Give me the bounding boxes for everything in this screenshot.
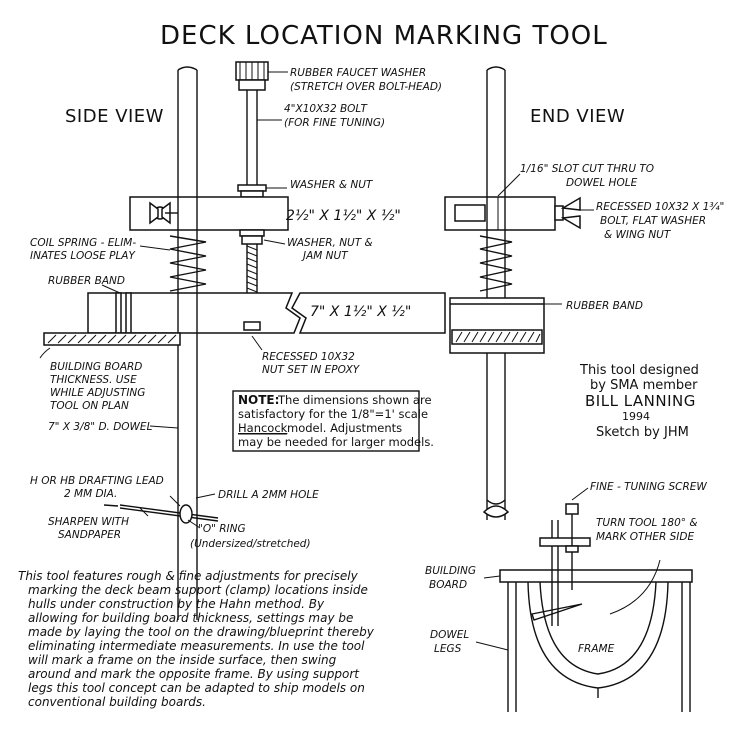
note-line-3: model. Adjustments — [287, 421, 402, 435]
description-line: marking the deck beam support (clamp) lo… — [28, 583, 368, 597]
description-line: allowing for building board thickness, s… — [28, 611, 353, 625]
end-bolt-label-2: BOLT, FLAT WASHER — [600, 215, 706, 227]
coil-spring — [169, 235, 207, 292]
credit-year: 1994 — [622, 410, 650, 423]
side-view-heading: SIDE VIEW — [65, 106, 164, 127]
usage-diagram — [499, 503, 693, 712]
building-board-label: BUILDING BOARD — [50, 361, 142, 373]
side-view-leaders — [39, 71, 288, 529]
note-box — [232, 390, 420, 452]
oring-label-2: (Undersized/stretched) — [190, 538, 311, 550]
dowel-label: 7" X 3/8" D. DOWEL — [48, 421, 153, 433]
credit-line-2: by SMA member — [590, 378, 698, 393]
end-view-heading: END VIEW — [530, 106, 625, 127]
end-view-leaders — [497, 173, 594, 305]
end-view-drawing — [444, 66, 581, 520]
dowel-legs-label-2: LEGS — [434, 643, 462, 655]
drill-label: DRILL A 2MM HOLE — [218, 489, 319, 501]
lead-label: H OR HB DRAFTING LEAD — [30, 475, 164, 487]
slot-label: 1/16" SLOT CUT THRU TO — [520, 163, 654, 175]
credit-designer: BILL LANNING — [585, 392, 696, 410]
usage-board-label-2: BOARD — [429, 579, 467, 591]
faucet-washer-label-2: (STRETCH OVER BOLT-HEAD) — [290, 81, 442, 93]
usage-board-label: BUILDING — [425, 565, 476, 577]
description-line: legs this tool concept can be adapted to… — [28, 681, 365, 695]
block-dimension: 2½" X 1½" X ½" — [286, 208, 401, 224]
building-board-label-4: TOOL ON PLAN — [50, 400, 129, 412]
sharpen-label-2: SANDPAPER — [58, 529, 121, 541]
note-label: NOTE: — [238, 393, 279, 407]
rubber-band-label: RUBBER BAND — [48, 275, 125, 287]
usage-leaders — [475, 487, 589, 651]
note-line-3-hancock: Hancock — [238, 421, 288, 435]
description-line: around and mark the opposite frame. By u… — [28, 667, 360, 681]
credit-line-1: This tool designed — [579, 363, 699, 378]
bolt-label-2: (FOR FINE TUNING) — [284, 117, 385, 129]
drawing-title: DECK LOCATION MARKING TOOL — [160, 21, 608, 51]
washer-nut-label: WASHER & NUT — [290, 179, 374, 191]
credit-sketch: Sketch by JHM — [596, 425, 689, 440]
description-line: hulls under construction by the Hahn met… — [28, 597, 325, 611]
side-view-drawing — [43, 61, 446, 620]
recessed-nut-label: RECESSED 10X32 — [262, 351, 355, 363]
description-line: made by laying the tool on the drawing/b… — [28, 625, 375, 639]
building-board-label-3: WHILE ADJUSTING — [50, 387, 145, 399]
description-line: will mark a frame on the inside surface,… — [28, 653, 337, 667]
coil-spring-label-2: INATES LOOSE PLAY — [30, 250, 136, 262]
description-paragraph: This tool features rough & fine adjustme… — [18, 569, 375, 709]
sharpen-label: SHARPEN WITH — [48, 516, 129, 528]
oring-label: "O" RING — [198, 523, 246, 535]
turn-tool-label-2: MARK OTHER SIDE — [596, 531, 694, 543]
building-board-label-2: THICKNESS. USE — [50, 374, 137, 386]
end-bolt-label: RECESSED 10X32 X 1¾" — [596, 201, 724, 213]
dowel-legs-label: DOWEL — [430, 629, 469, 641]
end-bolt-label-3: & WING NUT — [604, 229, 672, 241]
slot-label-2: DOWEL HOLE — [566, 177, 638, 189]
description-line: This tool features rough & fine adjustme… — [18, 569, 359, 583]
end-rubber-band-label: RUBBER BAND — [566, 300, 643, 312]
bolt-label: 4"X10X32 BOLT — [284, 103, 369, 115]
note-line-4: may be needed for larger models. — [238, 435, 434, 449]
turn-tool-label: TURN TOOL 180° & — [596, 517, 698, 529]
lead-label-2: 2 MM DIA. — [64, 488, 117, 500]
frame-label: FRAME — [578, 643, 615, 655]
faucet-washer-label: RUBBER FAUCET WASHER — [290, 67, 426, 79]
description-line: eliminating intermediate measurements. I… — [28, 639, 365, 653]
note-line-2: satisfactory for the 1/8"=1' scale — [238, 407, 428, 421]
board-dimension: 7" X 1½" X ½" — [310, 304, 411, 320]
jam-nut-label-2: JAM NUT — [301, 250, 349, 262]
jam-nut-label: WASHER, NUT & — [287, 237, 373, 249]
description-line: conventional building boards. — [28, 695, 206, 709]
coil-spring-label: COIL SPRING - ELIM- — [30, 237, 136, 249]
note-line-1: The dimensions shown are — [277, 393, 432, 407]
fine-tuning-label: FINE - TUNING SCREW — [590, 481, 707, 493]
recessed-nut-label-2: NUT SET IN EPOXY — [262, 364, 361, 376]
